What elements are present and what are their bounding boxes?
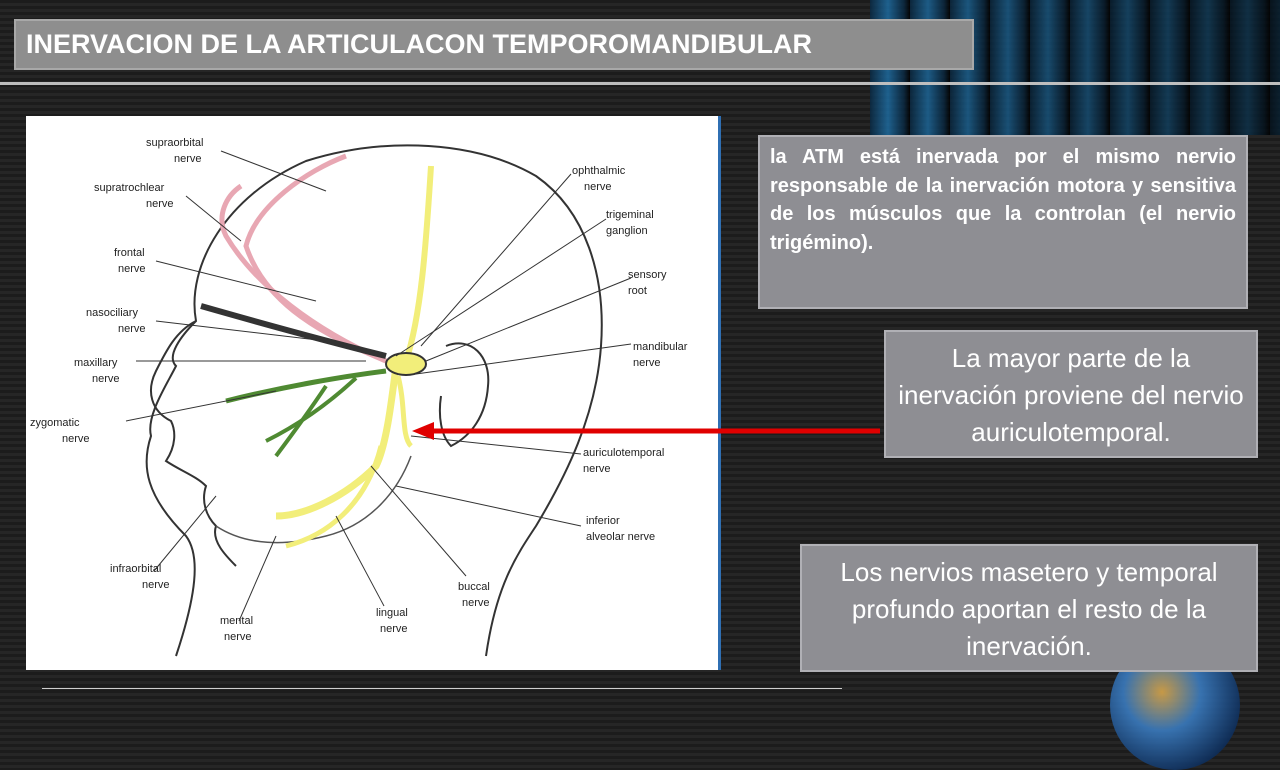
label-sensory-root-2: root bbox=[628, 285, 647, 297]
label-infraorbital-2: nerve bbox=[142, 579, 170, 591]
label-mandibular-2: nerve bbox=[633, 357, 661, 369]
label-nasociliary-1: nasociliary bbox=[86, 307, 138, 319]
label-zygomatic-2: nerve bbox=[62, 433, 90, 445]
label-ophthalmic-2: nerve bbox=[584, 181, 612, 193]
green-nerve-branch-1 bbox=[265, 376, 358, 443]
green-nerve-branch-2 bbox=[274, 384, 328, 458]
label-supraorbital-2: nerve bbox=[174, 153, 202, 165]
pink-nerve-3 bbox=[200, 303, 387, 359]
label-infraorbital-1: infraorbital bbox=[110, 563, 161, 575]
yellow-nerve-auriculo bbox=[395, 375, 414, 448]
label-lingual-2: nerve bbox=[380, 623, 408, 635]
label-maxillary-1: maxillary bbox=[74, 357, 118, 369]
label-supratrochlear-2: nerve bbox=[146, 198, 174, 210]
label-mandibular-1: mandibular bbox=[633, 341, 688, 353]
ear-outline bbox=[438, 342, 490, 448]
label-trigeminal-2: ganglion bbox=[606, 225, 648, 237]
label-zygomatic-1: zygomatic bbox=[30, 417, 80, 429]
head-outline bbox=[145, 144, 603, 657]
label-nasociliary-2: nerve bbox=[118, 323, 146, 335]
label-inferior-alveolar-1: inferior bbox=[586, 515, 620, 527]
pink-nerve-2 bbox=[219, 183, 387, 364]
label-sensory-root-1: sensory bbox=[628, 269, 667, 281]
label-supratrochlear-1: supratrochlear bbox=[94, 182, 165, 194]
label-buccal-1: buccal bbox=[458, 581, 490, 593]
yellow-nerve-ophthalmic bbox=[403, 165, 434, 362]
masetero-temporal-box: Los nervios masetero y temporal profundo… bbox=[800, 544, 1258, 672]
header-divider bbox=[0, 82, 1280, 85]
auriculotemporal-box: La mayor parte de la inervación proviene… bbox=[884, 330, 1258, 458]
slide-title: INERVACION DE LA ARTICULACON TEMPOROMAND… bbox=[14, 19, 974, 70]
yellow-nerve-main bbox=[275, 365, 400, 520]
label-frontal-1: frontal bbox=[114, 247, 145, 259]
nerve-diagram-svg: supraorbital nerve supratrochlear nerve … bbox=[30, 137, 688, 657]
label-trigeminal-1: trigeminal bbox=[606, 209, 654, 221]
green-nerve-maxillary bbox=[225, 368, 387, 404]
label-auriculotemporal-1: auriculotemporal bbox=[583, 447, 664, 459]
yellow-nerve-alveolar bbox=[285, 445, 384, 549]
jaw-outline bbox=[215, 455, 412, 544]
atm-innervation-box: la ATM está inervada por el mismo nervio… bbox=[758, 135, 1248, 309]
label-mental-2: nerve bbox=[224, 631, 252, 643]
label-maxillary-2: nerve bbox=[92, 373, 120, 385]
trigeminal-ganglion bbox=[385, 352, 427, 376]
label-supraorbital-1: supraorbital bbox=[146, 137, 203, 149]
label-auriculotemporal-2: nerve bbox=[583, 463, 611, 475]
face-outline bbox=[150, 320, 237, 567]
label-ophthalmic-1: ophthalmic bbox=[572, 165, 626, 177]
label-frontal-2: nerve bbox=[118, 263, 146, 275]
label-mental-1: mental bbox=[220, 615, 253, 627]
footer-divider bbox=[42, 688, 842, 689]
nerve-diagram: supraorbital nerve supratrochlear nerve … bbox=[26, 116, 721, 670]
label-lingual-1: lingual bbox=[376, 607, 408, 619]
label-inferior-alveolar-2: alveolar nerve bbox=[586, 531, 655, 543]
label-buccal-2: nerve bbox=[462, 597, 490, 609]
